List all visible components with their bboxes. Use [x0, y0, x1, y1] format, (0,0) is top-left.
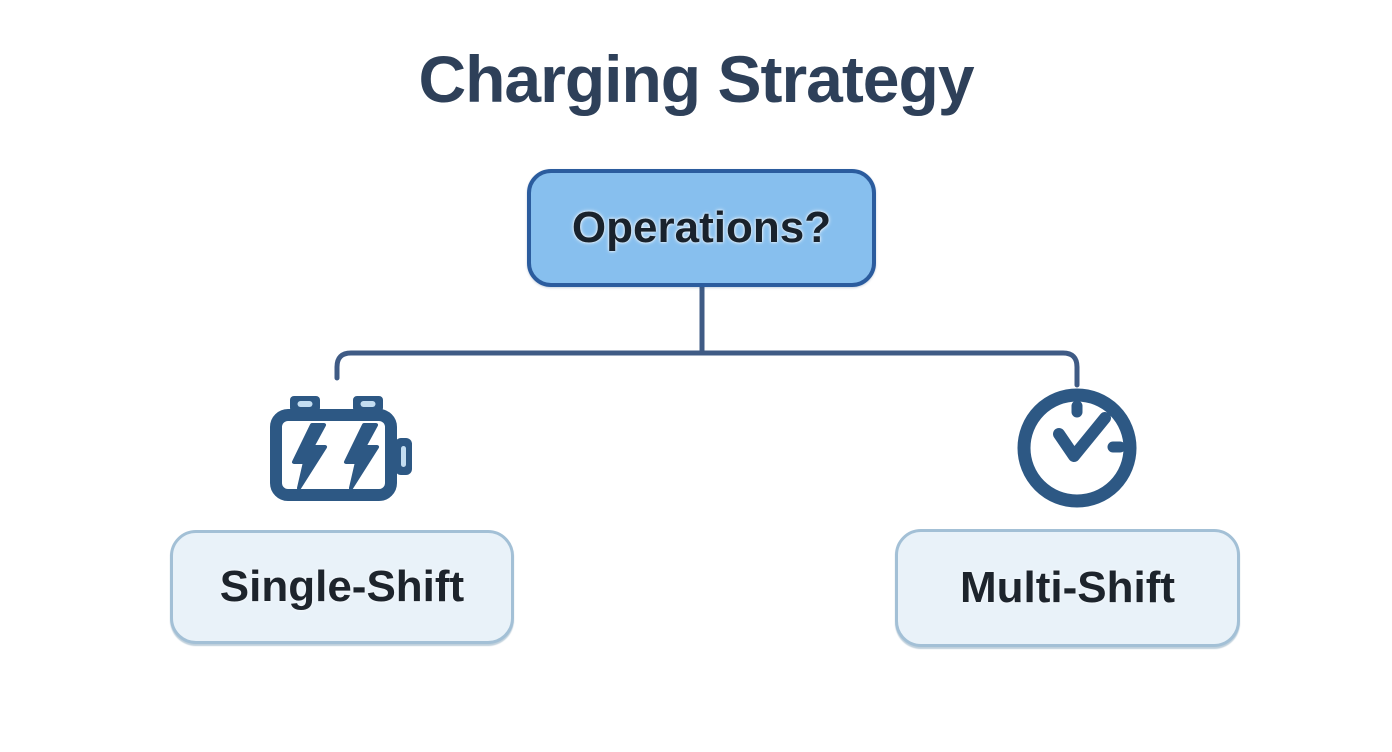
connector-branch	[334, 350, 1080, 388]
battery-charging-icon	[270, 396, 412, 501]
battery-terminal-slot	[297, 401, 313, 407]
node-operations-label: Operations?	[571, 203, 832, 252]
node-single-shift-label: Single-Shift	[219, 562, 465, 611]
lightning-bolt-icon	[292, 423, 327, 490]
clock-icon	[1017, 388, 1137, 508]
node-multi-shift: Multi-Shift	[895, 529, 1240, 647]
node-operations: Operations?	[527, 169, 876, 287]
battery-terminal-slot	[360, 401, 376, 407]
node-single-shift: Single-Shift	[170, 530, 514, 644]
battery-side-cap-slot	[401, 446, 406, 467]
checkmark-icon	[1053, 412, 1111, 462]
diagram-title: Charging Strategy	[418, 42, 974, 116]
node-multi-shift-label: Multi-Shift	[959, 563, 1176, 612]
lightning-bolt-icon	[344, 423, 379, 490]
